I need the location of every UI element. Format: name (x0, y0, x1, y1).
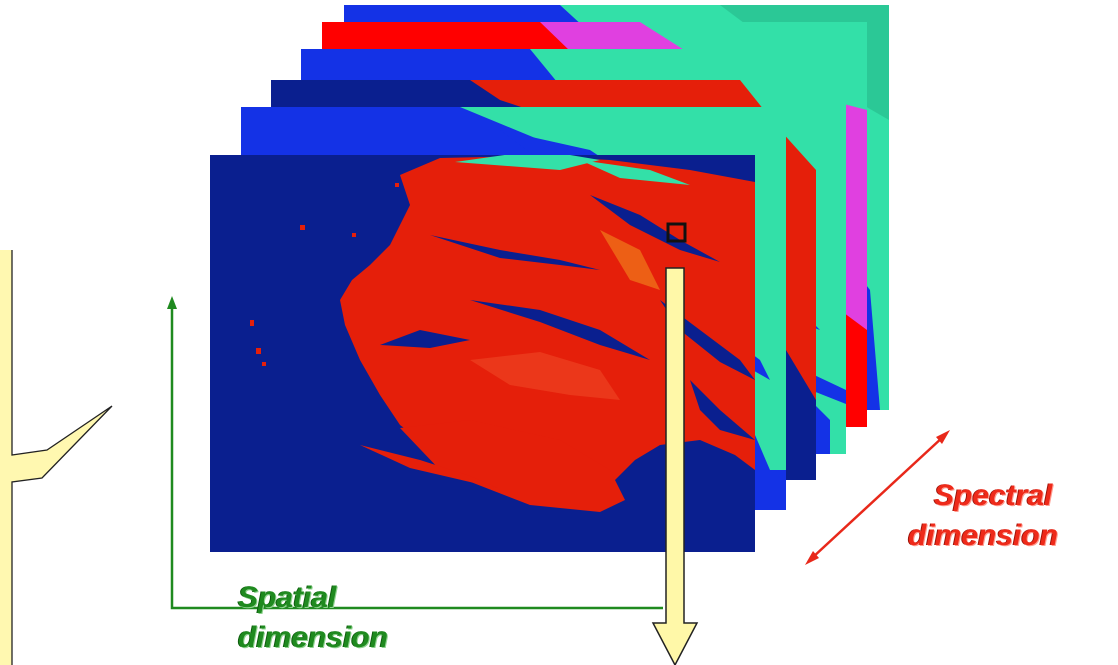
green-elbow-arrow-icon (167, 296, 663, 610)
spectral-dimension-label-line1: Spectral (934, 479, 1053, 512)
spatial-dimension-label-line2: dimension (238, 621, 389, 654)
band-image-front (210, 155, 755, 552)
pixel-selection-square-icon (666, 222, 687, 243)
callout-bubble (0, 250, 113, 665)
spatial-dimension-label-line1: Spatial (238, 581, 337, 614)
red-double-arrow-icon (805, 430, 950, 565)
land-mass (340, 156, 755, 505)
yellow-down-arrow-icon (651, 267, 699, 665)
spectral-dimension-label-line2: dimension (908, 519, 1059, 552)
